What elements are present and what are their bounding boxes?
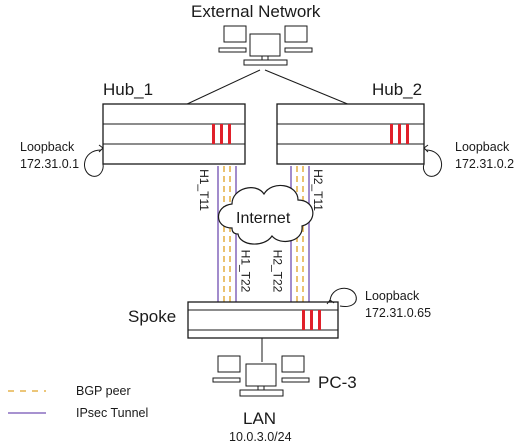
pc3-label: PC-3 <box>318 373 357 392</box>
pc3-icon <box>212 355 310 397</box>
spoke-label: Spoke <box>128 307 177 326</box>
spoke-device <box>187 301 339 339</box>
lan-subnet-label: 10.0.3.0/24 <box>229 430 292 444</box>
hub2-loopback-title: Loopback <box>455 140 510 154</box>
tunnel-h1-t22-label: H1_T22 <box>238 249 253 293</box>
ext-hub1-link <box>184 69 261 106</box>
tunnel-h2-t22-label: H2_T22 <box>270 249 285 293</box>
external-network-icon <box>218 25 313 66</box>
hub2-loopback-arrow <box>423 144 442 177</box>
hub1-loopback-title: Loopback <box>20 140 75 154</box>
external-network-label: External Network <box>191 2 321 21</box>
hub2-label: Hub_2 <box>372 80 423 99</box>
internet-label: Internet <box>236 210 291 227</box>
hub1-label: Hub_1 <box>103 80 154 99</box>
hub2-device <box>276 103 425 165</box>
spoke-loopback-arrow <box>326 287 357 307</box>
lan-label: LAN <box>243 409 277 428</box>
tunnel-h2-t11 <box>302 166 310 302</box>
tunnel-h2-t11-label: H2_T11 <box>310 169 325 211</box>
hub1-device <box>102 103 246 165</box>
spoke-loopback-title: Loopback <box>365 289 420 303</box>
hub1-loopback-arrow <box>84 144 104 177</box>
hub2-loopback-ip: 172.31.0.2 <box>455 157 515 171</box>
legend-ipsec-label: IPsec Tunnel <box>76 406 149 420</box>
spoke-loopback-ip: 172.31.0.65 <box>365 306 432 320</box>
tunnel-h1-t11-label: H1_T11 <box>196 169 211 211</box>
tunnel-h1-t11 <box>217 166 225 302</box>
internet-cloud <box>217 184 314 245</box>
ext-hub2-link <box>264 69 351 106</box>
hub1-loopback-ip: 172.31.0.1 <box>20 157 80 171</box>
legend-bgp-label: BGP peer <box>76 384 131 398</box>
